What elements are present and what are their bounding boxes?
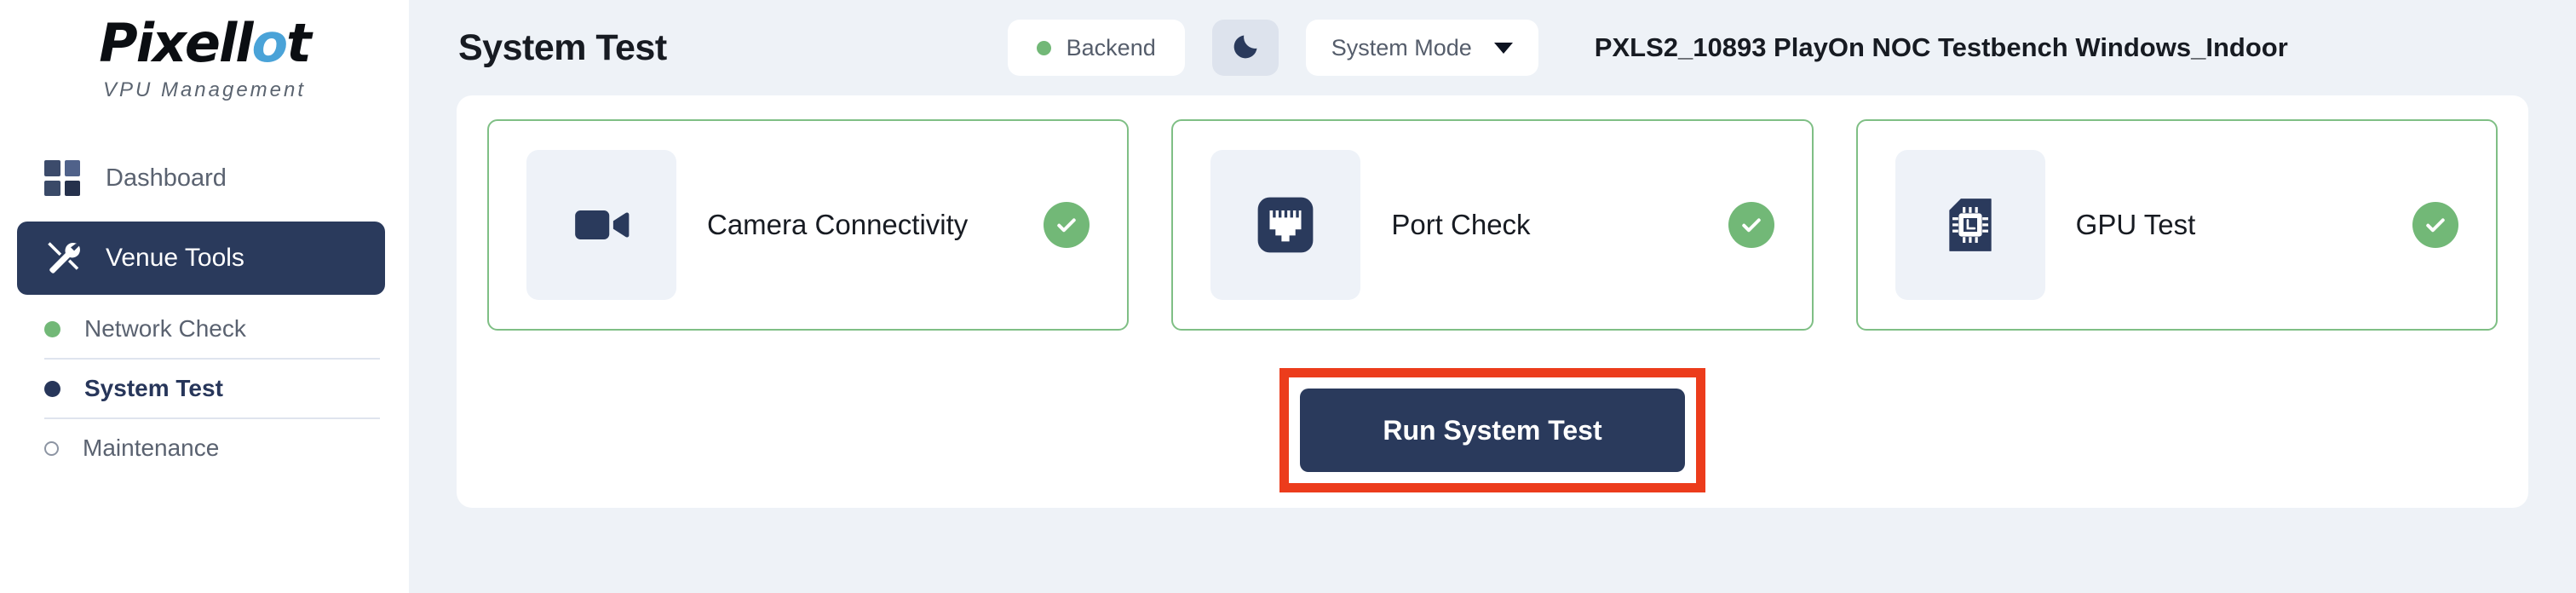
page-header: System Test Backend System Mode [446,0,2539,95]
page-title: System Test [458,26,667,68]
status-badge-label: Backend [1066,34,1156,60]
test-card-camera-connectivity[interactable]: Camera Connectivity [487,119,1130,331]
annotation-highlight-box: Run System Test [1279,368,1705,492]
system-test-panel: Camera Connectivity [457,95,2528,508]
tools-icon [44,239,83,278]
sidebar-item-label: Venue Tools [106,244,244,272]
chevron-down-icon [1493,42,1513,54]
video-camera-icon [526,150,676,300]
ethernet-port-icon [1210,150,1361,300]
grid-icon [44,160,80,196]
sidebar-subitem-label: System Test [84,375,223,401]
sidebar-nav: Dashboard Venue Tools Network Check [0,150,409,477]
test-card-label: Camera Connectivity [707,209,969,241]
system-mode-dropdown[interactable]: System Mode [1305,20,1538,76]
sidebar: Pixellot VPU Management Dashboard Venue … [0,0,409,593]
status-check-icon [1044,202,1090,248]
brand-name-part2: t [286,12,312,74]
sidebar-divider [44,358,380,360]
sidebar-subitem-label: Network Check [84,315,246,342]
brand-name-o: o [251,12,289,74]
sidebar-item-venue-tools[interactable]: Venue Tools [17,222,385,295]
status-dot-green [1036,40,1051,55]
status-check-icon [1728,202,1774,248]
status-check-icon [2412,202,2458,248]
test-card-label: Port Check [1391,209,1531,241]
test-card-gpu-test[interactable]: GPU Test [1855,119,2498,331]
sidebar-item-label: Dashboard [106,164,227,192]
sidebar-item-dashboard[interactable]: Dashboard [0,150,409,206]
moon-icon [1230,32,1261,65]
brand-wordmark: Pixellot [99,17,311,70]
status-badge-backend[interactable]: Backend [1007,20,1185,76]
sidebar-divider [44,417,380,419]
test-card-label: GPU Test [2075,209,2196,241]
run-test-area: Run System Test [484,368,2501,492]
brand-name-part1: Pixell [99,12,253,74]
sidebar-item-system-test[interactable]: System Test [0,360,409,417]
brand-subtitle: VPU Management [102,78,307,101]
status-dot-hollow [44,440,59,456]
brand-logo[interactable]: Pixellot VPU Management [0,12,409,102]
sidebar-subitem-label: Maintenance [83,435,220,461]
sidebar-subnav: Network Check System Test Maintenance [0,300,409,477]
status-dot-green [44,320,60,337]
test-card-port-check[interactable]: Port Check [1171,119,1814,331]
device-name: PXLS2_10893 PlayOn NOC Testbench Windows… [1594,32,2288,62]
cpu-chip-icon [1895,150,2045,300]
run-system-test-button[interactable]: Run System Test [1300,389,1685,472]
sidebar-item-network-check[interactable]: Network Check [0,300,409,358]
test-cards: Camera Connectivity [484,119,2501,331]
status-dot-navy [44,380,60,397]
sidebar-item-maintenance[interactable]: Maintenance [0,419,409,477]
system-mode-label: System Mode [1331,34,1472,60]
theme-toggle-button[interactable] [1211,20,1279,76]
header-controls: Backend System Mode PXLS2_10893 PlayOn N… [1007,20,2288,76]
main-content: System Test Backend System Mode [409,0,2576,593]
